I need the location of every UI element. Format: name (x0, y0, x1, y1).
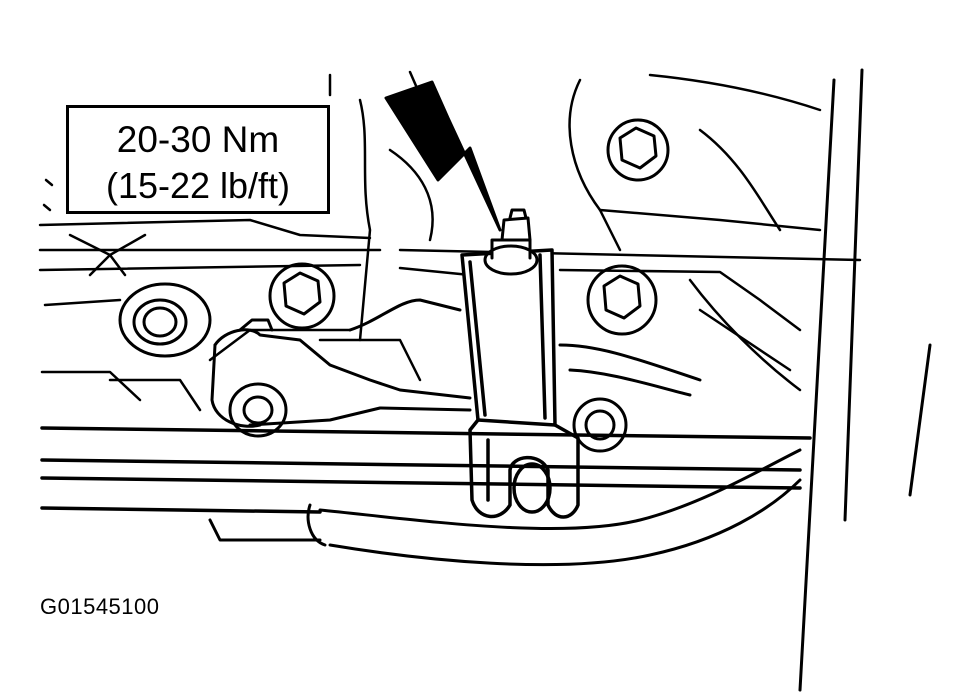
hex-bolt-lower-right (572, 397, 628, 453)
torque-metric-label: 20-30 Nm (116, 119, 280, 160)
shift-cable (40, 426, 812, 514)
hatch-marks (42, 178, 147, 277)
torque-spec-callout: 20-30 Nm (15-22 lb/ft) (66, 105, 330, 214)
housing-boss (118, 282, 212, 358)
lower-cable (208, 343, 802, 567)
bracket-stud-nut (483, 208, 539, 276)
hex-bolt-right (586, 264, 658, 336)
arrow-pointer-icon (384, 80, 502, 232)
hex-bolt-upper-right (606, 118, 670, 182)
figure-id-label: G01545100 (40, 594, 160, 619)
frame-rails (798, 68, 932, 692)
hex-bolt-left (268, 262, 336, 330)
shift-linkage-arm (210, 298, 472, 438)
cable-bracket (460, 248, 580, 519)
torque-imperial-label: (15-22 lb/ft) (105, 165, 291, 206)
